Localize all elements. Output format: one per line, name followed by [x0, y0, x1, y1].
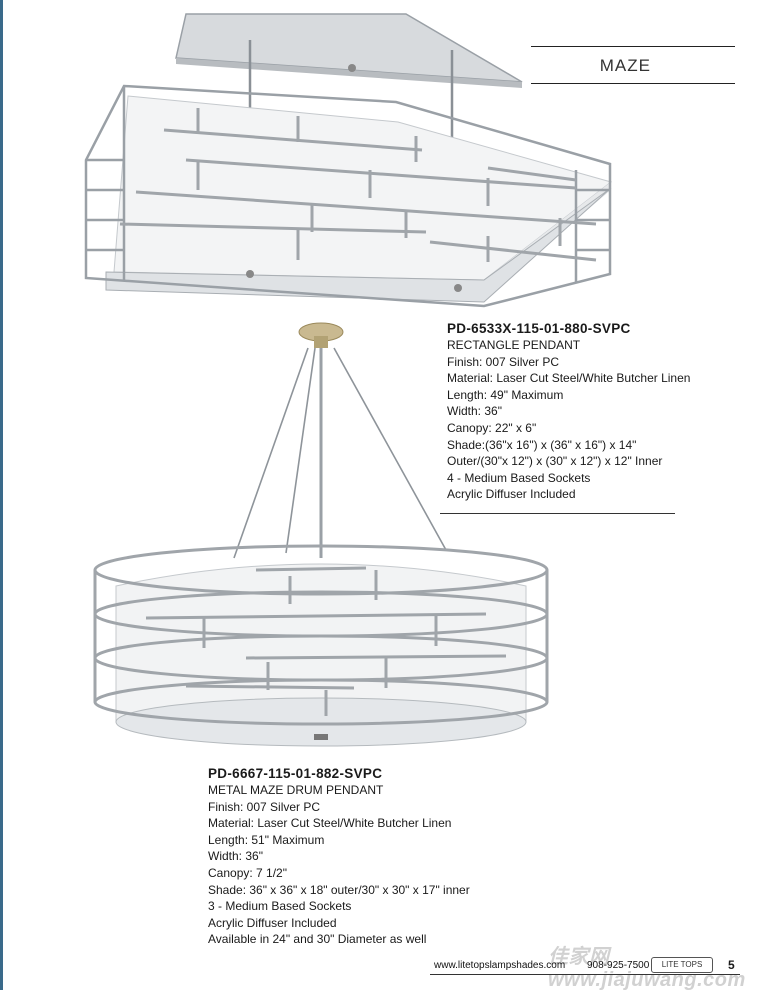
product-1-spec-line: 4 - Medium Based Sockets [447, 470, 591, 485]
product-1-code: PD-6533X-115-01-880-SVPC [447, 321, 631, 336]
product-1-spec-line: Shade:(36"x 16") x (36" x 16") x 14" [447, 437, 637, 452]
section-title: MAZE [599, 56, 651, 75]
rectangle-pendant-image [84, 13, 613, 308]
section-title-box: MAZE [531, 46, 735, 84]
product-2-spec-line: Available in 24" and 30" Diameter as wel… [208, 932, 427, 947]
product-2-spec-line: Shade: 36" x 36" x 18" outer/30" x 30" x… [208, 882, 470, 897]
footer-rule [430, 974, 740, 975]
product-2-spec-line: Finish: 007 Silver PC [208, 799, 321, 814]
page-number: 5 [728, 958, 735, 972]
product-2-spec-line: Acrylic Diffuser Included [208, 915, 337, 930]
footer-logo: LITE TOPS [651, 957, 713, 973]
product-2-spec-line: 3 - Medium Based Sockets [208, 899, 352, 914]
product-1-spec-line: Canopy: 22" x 6" [447, 420, 537, 435]
product-1-spec-line: Acrylic Diffuser Included [447, 487, 576, 502]
footer-phone: 908-925-7500 [587, 960, 650, 971]
product-2-name: METAL MAZE DRUM PENDANT [208, 783, 384, 797]
product-2-spec-line: Length: 51" Maximum [208, 832, 325, 847]
product-1-spec-line: Material: Laser Cut Steel/White Butcher … [447, 371, 691, 386]
product-1-spec-line: Outer/(30"x 12") x (30" x 12") x 12" Inn… [447, 454, 663, 469]
product-2-spec-line: Width: 36" [208, 849, 263, 864]
product-1-spec-line: Length: 49" Maximum [447, 387, 564, 402]
product-2-spec-line: Material: Laser Cut Steel/White Butcher … [208, 816, 452, 831]
product-1-rule [440, 513, 675, 514]
product-1-spec-line: Width: 36" [447, 404, 502, 419]
product-2-code: PD-6667-115-01-882-SVPC [208, 766, 383, 781]
product-2-specs: PD-6667-115-01-882-SVPC METAL MAZE DRUM … [208, 765, 470, 948]
page-edge-strip [0, 0, 3, 990]
footer-url-link[interactable]: www.litetopslampshades.com [434, 960, 566, 971]
product-2-spec-line: Canopy: 7 1/2" [208, 865, 287, 880]
product-1-name: RECTANGLE PENDANT [447, 338, 581, 352]
product-1-specs: PD-6533X-115-01-880-SVPC RECTANGLE PENDA… [447, 320, 690, 503]
product-1-spec-line: Finish: 007 Silver PC [447, 354, 560, 369]
drum-pendant-image [93, 322, 549, 747]
